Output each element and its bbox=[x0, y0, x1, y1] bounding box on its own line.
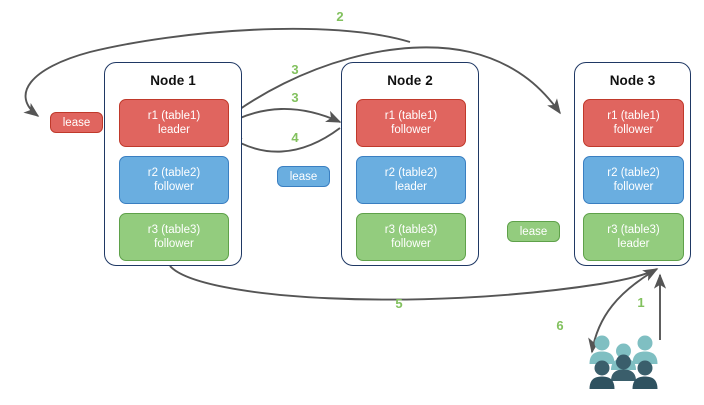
node-container-node1[interactable]: Node 1 r1 (table1) leader r2 (table2) fo… bbox=[104, 62, 242, 266]
replica-role: follower bbox=[613, 181, 654, 193]
step-label-2: 2 bbox=[336, 9, 344, 24]
replica-role: follower bbox=[613, 124, 654, 136]
replica-role: follower bbox=[391, 238, 431, 250]
users-icon bbox=[589, 335, 658, 389]
replica-name: r3 (table3) bbox=[147, 224, 201, 236]
replica-node3-r2[interactable]: r2 (table2) follower bbox=[583, 156, 684, 204]
step-label-3b: 3 bbox=[291, 90, 299, 105]
replica-role: follower bbox=[154, 238, 194, 250]
step-label-1: 1 bbox=[637, 295, 645, 310]
lease-badge-green[interactable]: lease bbox=[507, 221, 560, 242]
replica-name: r1 (table1) bbox=[147, 110, 201, 122]
replica-name: r2 (table2) bbox=[147, 167, 201, 179]
replica-name: r3 (table3) bbox=[607, 224, 660, 236]
replica-node1-r1[interactable]: r1 (table1) leader bbox=[119, 99, 229, 147]
step-label-3a: 3 bbox=[291, 62, 299, 77]
lease-badge-red[interactable]: lease bbox=[50, 112, 103, 133]
replica-node3-r1[interactable]: r1 (table1) follower bbox=[583, 99, 684, 147]
replica-role: leader bbox=[617, 238, 650, 250]
replica-name: r1 (table1) bbox=[607, 110, 660, 122]
step-label-6: 6 bbox=[556, 318, 564, 333]
replica-node1-r2[interactable]: r2 (table2) follower bbox=[119, 156, 229, 204]
replica-node2-r1[interactable]: r1 (table1) follower bbox=[356, 99, 466, 147]
step-label-4: 4 bbox=[291, 130, 299, 145]
replica-node2-r3[interactable]: r3 (table3) follower bbox=[356, 213, 466, 261]
replica-role: follower bbox=[391, 124, 431, 136]
replica-name: r2 (table2) bbox=[607, 167, 660, 179]
node-title: Node 3 bbox=[609, 73, 656, 88]
lease-label: lease bbox=[62, 116, 91, 129]
arrow-step-5 bbox=[169, 265, 659, 301]
replica-name: r2 (table2) bbox=[384, 167, 438, 179]
node-container-node2[interactable]: Node 2 r1 (table1) follower r2 (table2) … bbox=[341, 62, 479, 266]
lease-label: lease bbox=[519, 225, 548, 238]
step-label-5: 5 bbox=[395, 296, 403, 311]
lease-badge-blue[interactable]: lease bbox=[277, 166, 330, 187]
lease-label: lease bbox=[289, 170, 318, 183]
node-title: Node 2 bbox=[387, 73, 433, 88]
node-title: Node 1 bbox=[150, 73, 196, 88]
replica-node1-r3[interactable]: r3 (table3) follower bbox=[119, 213, 229, 261]
replica-name: r1 (table1) bbox=[384, 110, 438, 122]
replica-role: leader bbox=[158, 124, 190, 136]
arrow-step-4 bbox=[226, 127, 341, 153]
replica-node3-r3[interactable]: r3 (table3) leader bbox=[583, 213, 684, 261]
replica-role: leader bbox=[395, 181, 427, 193]
replica-name: r3 (table3) bbox=[384, 224, 438, 236]
replica-role: follower bbox=[154, 181, 194, 193]
replica-node2-r2[interactable]: r2 (table2) leader bbox=[356, 156, 466, 204]
node-container-node3[interactable]: Node 3 r1 (table1) follower r2 (table2) … bbox=[574, 62, 691, 266]
